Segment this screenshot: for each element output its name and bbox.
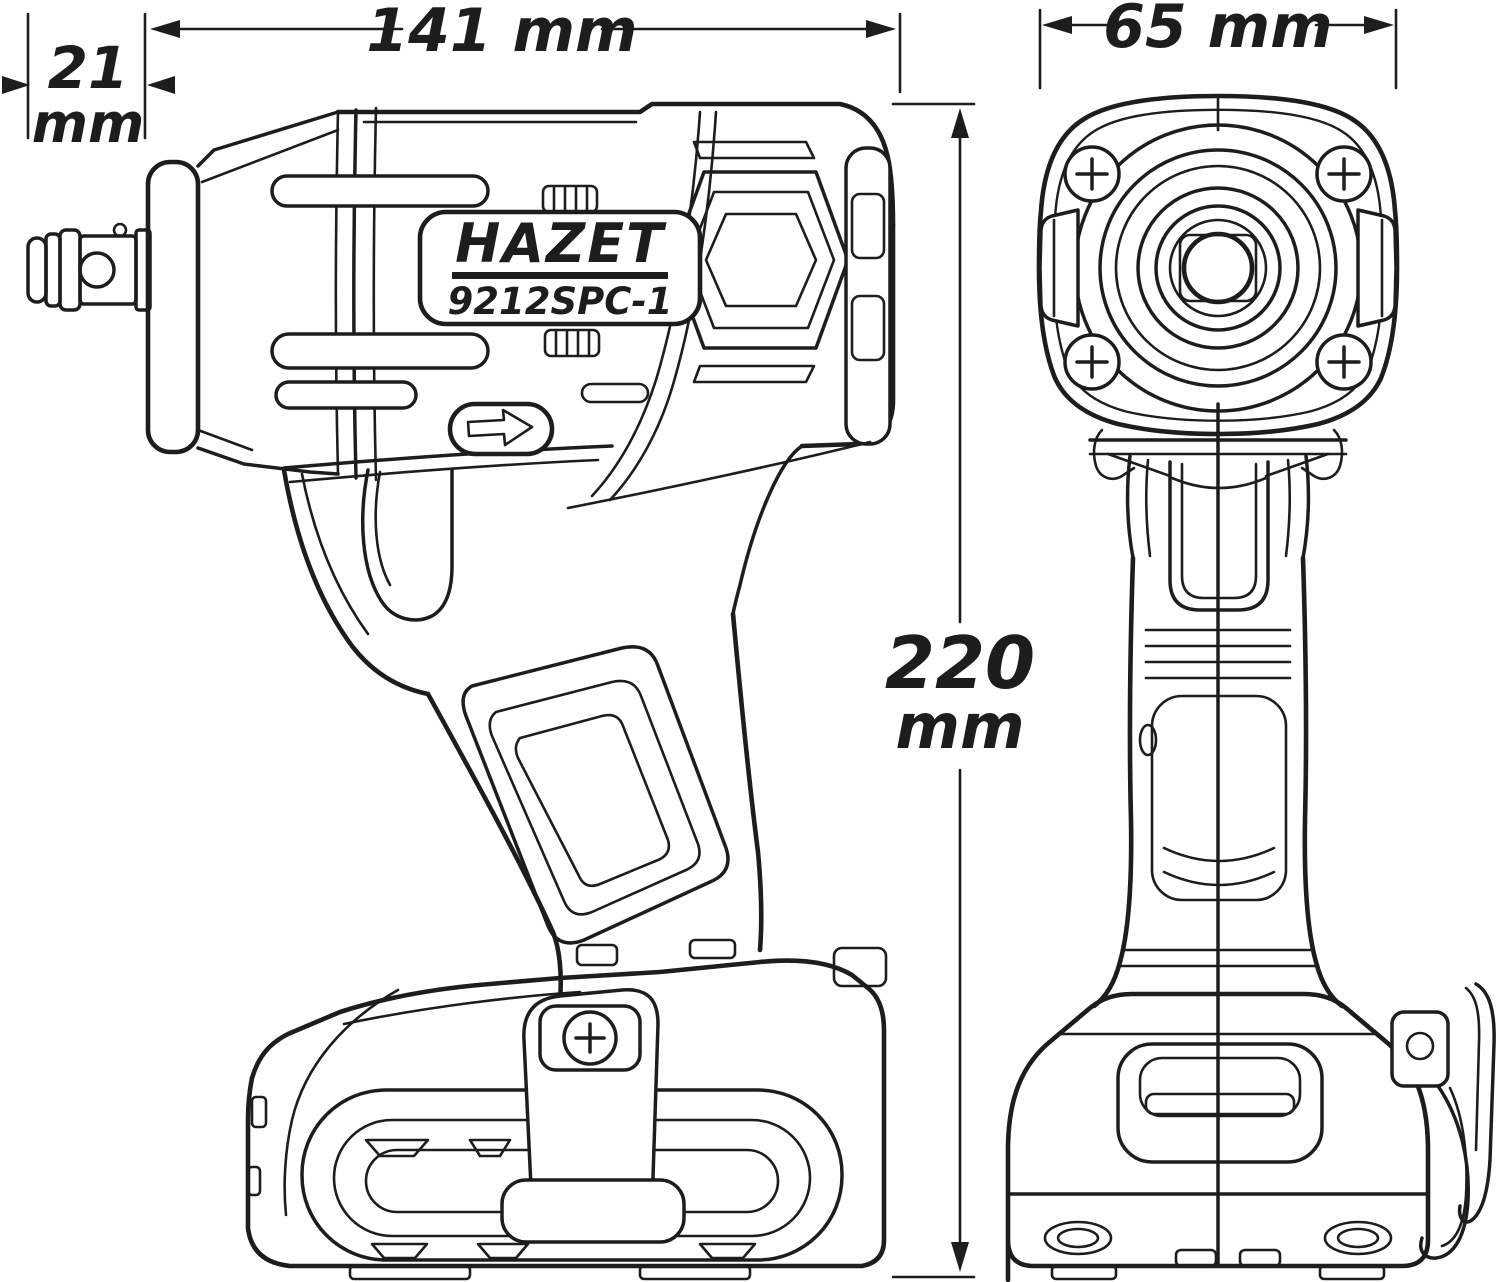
dim-arrow-up-icon (951, 108, 969, 138)
right-arrow-icon (466, 408, 534, 447)
detent-hole (78, 251, 116, 289)
dim-arrow-left-icon (2, 76, 30, 94)
square-drive-anvil (26, 222, 152, 312)
belt-hook-bracket (500, 988, 686, 1244)
brand-name: HAZET (455, 212, 667, 275)
model-number: 9212SPC-1 (448, 280, 673, 323)
phillips-screw-icon (1315, 145, 1373, 203)
dim-arrow-left-icon (1042, 16, 1072, 34)
screw-boss-upper (270, 174, 490, 208)
dim-65-label: 65 mm (1103, 0, 1332, 62)
side-view: HAZET 9212SPC-1 (26, 101, 896, 1281)
phillips-screw-icon (1063, 333, 1121, 391)
dim-arrow-left-icon (150, 20, 180, 38)
direction-switch (447, 401, 555, 457)
dimension-square-drive-21mm: 21 mm (2, 12, 175, 155)
trigger-side (360, 468, 454, 622)
dimension-total-length-141mm: 141 mm (150, 0, 902, 94)
dim-220-unit: mm (895, 690, 1024, 763)
screw-boss-small (274, 380, 418, 410)
side-tab-left (1038, 208, 1080, 328)
belt-clip (1390, 982, 1496, 1260)
handle-front (1091, 402, 1345, 1266)
dimension-head-width-65mm: 65 mm (1038, 0, 1398, 90)
phillips-screw-icon (1063, 145, 1121, 203)
screw-boss-lower (270, 332, 490, 370)
handle-side (281, 467, 764, 1003)
battery-front (1005, 991, 1431, 1282)
dim-220-value: 220 (885, 621, 1035, 705)
dim-arrow-down-icon (951, 1242, 969, 1272)
vent-ribs-top (541, 184, 599, 214)
drive-hole (1181, 231, 1255, 305)
latch-right (1300, 428, 1344, 480)
detent-pin (112, 222, 128, 238)
dim-141-label: 141 mm (366, 0, 637, 66)
dim-arrow-right-icon (866, 20, 896, 38)
latch-left (1092, 428, 1136, 480)
logo-underline (452, 272, 668, 279)
front-view (1005, 93, 1496, 1282)
dim-arrow-right-icon (147, 76, 175, 94)
phillips-screw-icon (1315, 333, 1373, 391)
vent-ribs-bottom (543, 328, 601, 358)
brand-label-plate: HAZET 9212SPC-1 (417, 209, 703, 327)
dim-21-unit: mm (32, 92, 145, 155)
hammer-case (145, 106, 490, 482)
dim-21-value: 21 (48, 34, 129, 102)
dimension-total-height-220mm: 220 mm (885, 102, 1035, 1279)
dim-arrow-right-icon (1364, 16, 1394, 34)
side-tab-right (1356, 208, 1398, 328)
head-front (1036, 93, 1400, 437)
phillips-screw-icon (562, 1010, 618, 1066)
side-button (1138, 723, 1158, 757)
